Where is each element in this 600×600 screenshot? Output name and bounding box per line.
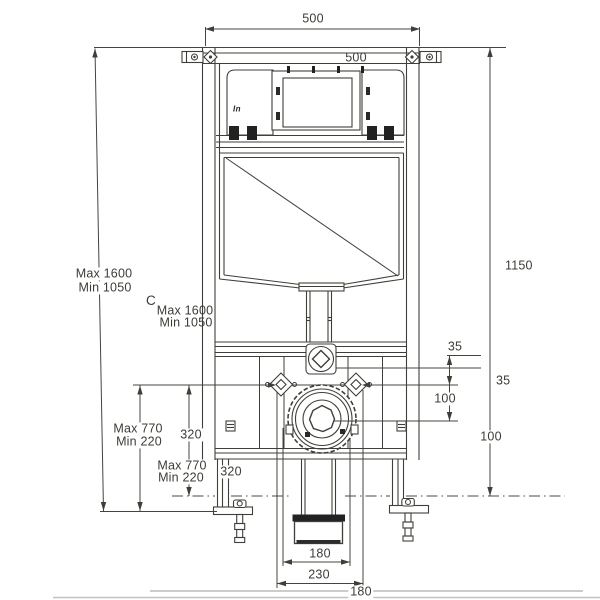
bottom-width-dimensions [277,559,363,587]
dim-top-width-dup: 500 [345,50,367,65]
dim-panel-max-dup: Max 1600 [156,303,214,318]
page-border-lines [53,590,600,599]
extension-lines-bottom [276,390,364,588]
wall-bracket-right [419,50,442,64]
wall-bracket-left [181,50,204,64]
bottom-crossbar [215,447,407,460]
drain-outlet [285,384,359,454]
leader-lines [133,355,481,386]
c-reference-label: C [146,293,156,308]
dim-100-b: 100 [478,429,504,444]
dim-320-a: 320 [178,427,204,442]
dim-panel-min-dup: Min 1050 [159,315,213,330]
outlet-pipe [292,459,345,545]
fixing-diamond-right [339,372,373,397]
top-width-dimension [94,26,506,48]
dim-outlet-width: 180 [309,546,331,561]
dim-35-a: 35 [447,339,463,354]
dim-100-a: 100 [432,391,458,406]
dim-35-b: 35 [496,373,511,388]
top-fixing-diamond-left [203,49,218,65]
fixing-diamond-left [264,372,298,397]
dim-panel-min: Min 1050 [76,280,134,295]
dim-outlet-max-dup: Max 770 [155,458,209,473]
dim-outlet-min-dup: Min 220 [156,470,206,485]
rail-fastener-right [396,420,407,432]
dim-outlet-max: Max 770 [111,421,165,436]
brand-logo: In [232,104,242,114]
frame-top-rail [203,52,420,65]
clip-rail [216,126,404,149]
foot-bolt-right [401,497,415,542]
dim-320-b: 320 [218,464,244,479]
rail-fastener-left [225,420,236,432]
dim-outlet-min: Min 220 [114,434,164,449]
dim-panel-max: Max 1600 [73,266,135,281]
dim-outlet-width-dup: 180 [348,584,374,599]
cistern-tank [218,152,405,292]
tank-diagonal [225,157,399,277]
frame-side-rails [201,48,420,460]
dim-fixing-width: 230 [308,567,330,582]
inlet-fitting [305,343,337,375]
flush-unit [226,66,405,136]
dimension-lines-right [446,48,493,496]
flush-pipe [305,291,333,342]
dim-top-width: 500 [302,11,324,26]
top-fixing-diamond-right [404,49,420,65]
foot-bolt-left [232,499,247,544]
dim-overall-height: 1150 [505,258,533,273]
